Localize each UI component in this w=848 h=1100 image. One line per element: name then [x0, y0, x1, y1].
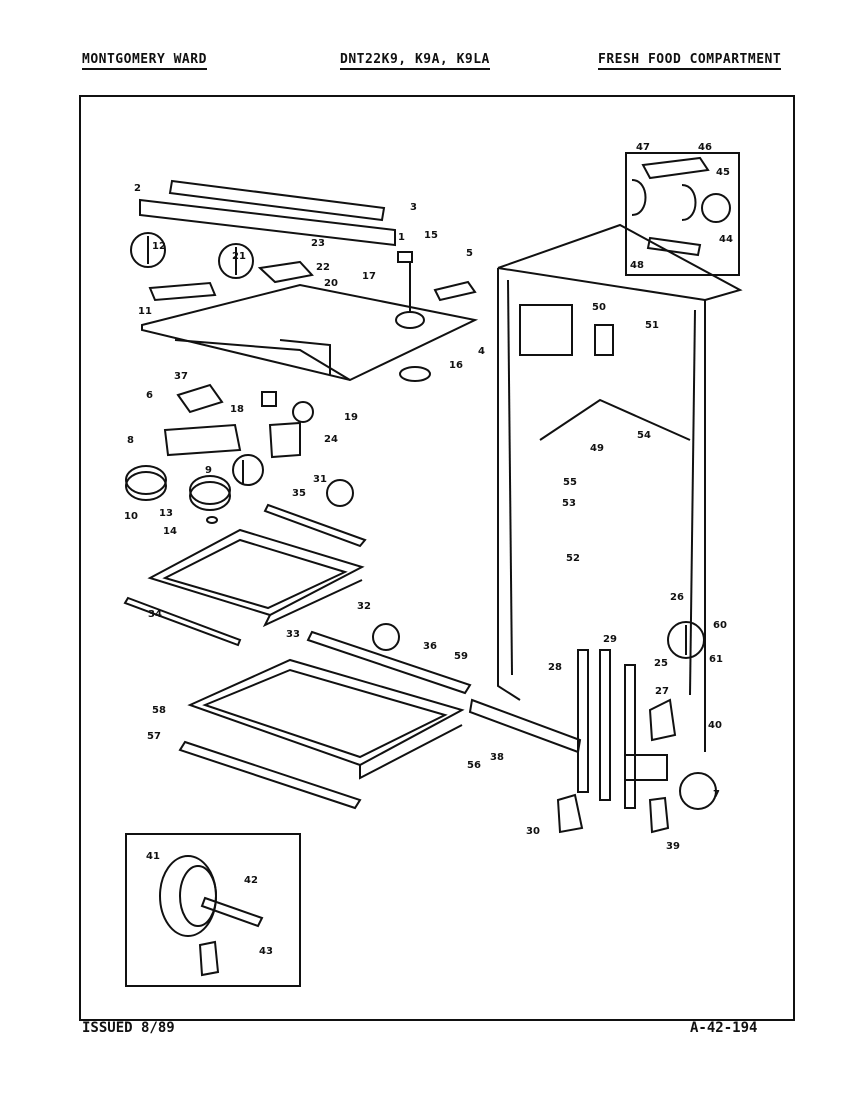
callout-label: 41: [146, 851, 160, 862]
callout-label: 7: [713, 789, 720, 800]
callout-label: 5: [466, 248, 473, 259]
issued-date: ISSUED 8/89: [82, 1020, 175, 1036]
callout-label: 1: [398, 232, 405, 243]
callout-label: 25: [654, 658, 668, 669]
callout-label: 55: [563, 477, 577, 488]
document-code: A-42-194: [690, 1020, 758, 1036]
callout-label: 19: [344, 412, 358, 423]
callout-label: 43: [259, 946, 273, 957]
callout-label: 38: [490, 752, 504, 763]
brand-title: MONTGOMERY WARD: [82, 52, 207, 70]
callout-label: 21: [232, 251, 246, 262]
callout-label: 6: [146, 390, 153, 401]
callout-label: 36: [423, 641, 437, 652]
callout-label: 23: [311, 238, 325, 249]
section-title: FRESH FOOD COMPARTMENT: [598, 52, 782, 70]
inset-roller-parts: [125, 833, 301, 987]
callout-label: 17: [362, 271, 376, 282]
callout-label: 32: [357, 601, 371, 612]
callout-label: 40: [708, 720, 722, 731]
callout-label: 26: [670, 592, 684, 603]
callout-label: 52: [566, 553, 580, 564]
callout-label: 13: [159, 508, 173, 519]
callout-label: 61: [709, 654, 723, 665]
callout-label: 30: [526, 826, 540, 837]
cabinet-liner: [468, 223, 743, 834]
callout-label: 39: [666, 841, 680, 852]
callout-label: 33: [286, 629, 300, 640]
controls-parts: [125, 232, 431, 524]
callout-label: 18: [230, 404, 244, 415]
callout-label: 27: [655, 686, 669, 697]
callout-label: 44: [719, 234, 733, 245]
callout-label: 50: [592, 302, 606, 313]
callout-label: 59: [454, 651, 468, 662]
inset-door-parts: [625, 152, 740, 276]
callout-label: 9: [205, 465, 212, 476]
callout-label: 16: [449, 360, 463, 371]
diagram-frame: [79, 95, 795, 1021]
callout-label: 14: [163, 526, 177, 537]
callout-label: 28: [548, 662, 562, 673]
callout-label: 22: [316, 262, 330, 273]
callout-label: 49: [590, 443, 604, 454]
callout-label: 51: [645, 320, 659, 331]
callout-label: 60: [713, 620, 727, 631]
callout-label: 45: [716, 167, 730, 178]
callout-label: 20: [324, 278, 338, 289]
callout-label: 34: [148, 609, 162, 620]
callout-label: 11: [138, 306, 152, 317]
callout-label: 10: [124, 511, 138, 522]
callout-label: 2: [134, 183, 141, 194]
callout-label: 47: [636, 142, 650, 153]
callout-label: 4: [478, 346, 485, 357]
callout-label: 3: [410, 202, 417, 213]
callout-label: 37: [174, 371, 188, 382]
callout-label: 48: [630, 260, 644, 271]
callout-labels: 1 2 3 4 5 6 7 8 9 10 11 12 13 14 15 16 1…: [124, 142, 733, 957]
callout-label: 29: [603, 634, 617, 645]
callout-label: 46: [698, 142, 712, 153]
callout-label: 57: [147, 731, 161, 742]
callout-label: 31: [313, 474, 327, 485]
callout-label: 8: [127, 435, 134, 446]
callout-label: 54: [637, 430, 651, 441]
model-numbers: DNT22K9, K9A, K9LA: [340, 52, 490, 70]
callout-label: 24: [324, 434, 338, 445]
callout-label: 42: [244, 875, 258, 886]
callout-label: 53: [562, 498, 576, 509]
callout-label: 58: [152, 705, 166, 716]
callout-label: 15: [424, 230, 438, 241]
callout-label: 56: [467, 760, 481, 771]
shelves: [123, 479, 472, 810]
callout-label: 12: [152, 241, 166, 252]
control-housing: [139, 179, 479, 382]
callout-label: 35: [292, 488, 306, 499]
